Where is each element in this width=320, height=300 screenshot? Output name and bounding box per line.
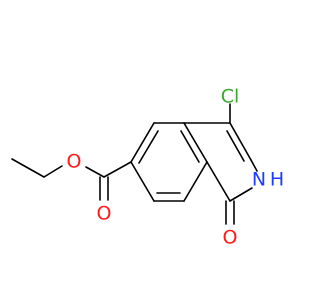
bond-c4-c3 [229, 122, 252, 161]
bond-c3-n2 [250, 159, 258, 172]
bond-c8a-c4a-inner [180, 130, 200, 163]
bond-ester-c-oether [85, 166, 105, 178]
bond-c4-c3-inner [226, 130, 245, 162]
bond-c1-c8a [206, 161, 231, 202]
bond-c5-c6-inner [138, 130, 159, 164]
bond-c6-ester-c [103, 161, 132, 178]
ester-carbonyl-oxygen-label: O [97, 203, 112, 225]
bond-c8a-c4a [183, 122, 208, 163]
bond-n2-c1 [229, 187, 253, 202]
bond-ch2-ch3 [11, 158, 45, 178]
atom-label-layer: Cl N H O O O [67, 86, 285, 249]
structure-diagram: Cl N H O O O [11, 86, 285, 249]
bond-layer [11, 103, 258, 225]
nitrogen-label: N [252, 169, 266, 191]
bond-c8-c8a [183, 161, 208, 202]
bond-oether-ch2 [43, 165, 63, 178]
ester-ether-oxygen-label: O [67, 151, 82, 173]
carbonyl-oxygen-label: O [223, 227, 238, 249]
bond-c6-c7 [130, 161, 155, 202]
chlorine-label: Cl [221, 86, 240, 108]
bond-c5-c6 [130, 122, 155, 163]
nitrogen-hydrogen-label: H [270, 169, 284, 191]
